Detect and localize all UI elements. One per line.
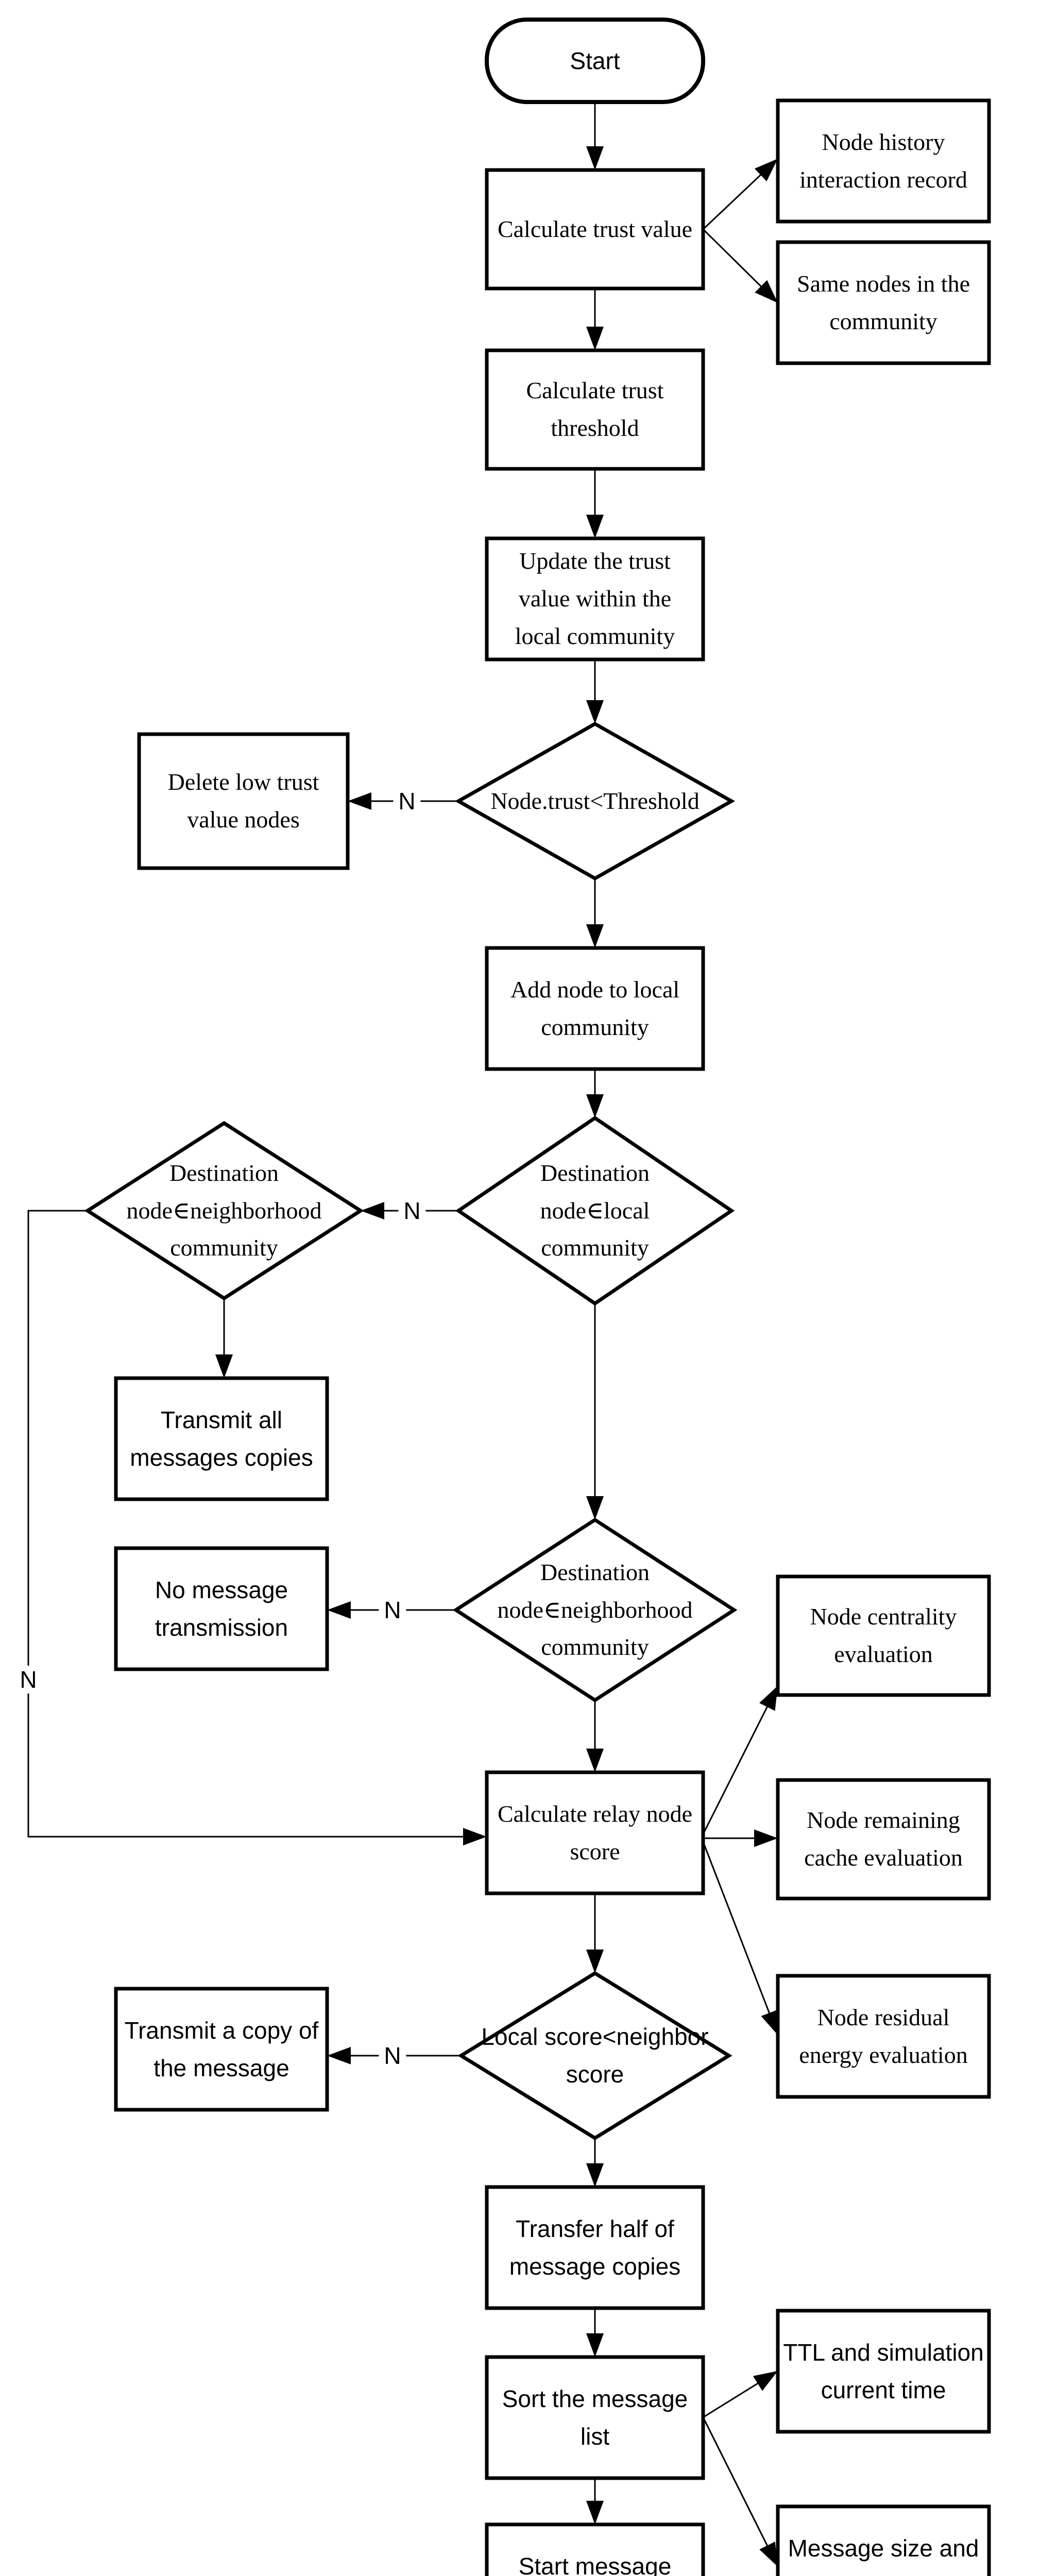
edge-neighborhood-left-to-calc-relay: [27, 1210, 466, 1838]
arrowhead-decision-to-add-node: [586, 924, 604, 948]
arrowhead-update-trust-to-decision: [586, 700, 604, 724]
calc-relay-shape: [485, 1770, 705, 1895]
score-decision-shape: [457, 1971, 732, 2141]
arrowhead-neighborhood-left-to-calc-relay: [463, 1828, 487, 1845]
calc-trust-value-shape: [485, 168, 705, 291]
arrowhead-neighborhood-left-to-transmit-all: [215, 1354, 233, 1378]
calc-trust-threshold-shape: [485, 348, 705, 471]
arrowhead-add-node-to-local-decision: [586, 1094, 604, 1118]
arrowhead-calc-relay-to-node-energy: [761, 2009, 778, 2035]
arrowhead-score-decision-to-transfer-half: [586, 2163, 604, 2187]
arrowhead-decision-to-delete-nodes: [348, 792, 371, 810]
arrowhead-calc-trust-value-to-threshold: [586, 327, 604, 350]
arrowhead-transfer-half-to-sort-list: [586, 2333, 604, 2357]
ttl-time-shape: [776, 2309, 991, 2434]
add-node-shape: [485, 946, 705, 1071]
transmit-all-shape: [114, 1376, 329, 1501]
same-nodes-shape: [776, 240, 991, 365]
transfer-half-shape: [485, 2185, 705, 2310]
edge-calc-relay-to-node-centrality: [702, 1704, 770, 1835]
arrowhead-score-decision-to-transmit-copy: [327, 2047, 351, 2064]
arrowhead-neighborhood-to-no-message: [327, 1601, 351, 1619]
arrowhead-local-decision-to-neighborhood: [586, 1496, 604, 1520]
edge-sort-list-to-ttl-time: [703, 2381, 761, 2418]
arrowhead-neighborhood-to-calc-relay: [586, 1749, 604, 1772]
arrowhead-calc-relay-to-score-decision: [586, 1950, 604, 1973]
transmit-copy-shape: [114, 1987, 329, 2112]
node-energy-shape: [776, 1974, 991, 2099]
arrowhead-start-to-calc-trust-value: [586, 146, 604, 170]
dest-neighborhood-decision-left-shape: [84, 1121, 364, 1301]
no-message-shape: [114, 1546, 329, 1671]
arrowhead-threshold-to-update-trust: [586, 515, 604, 538]
edge-calc-trust-value-to-node-history: [702, 172, 763, 230]
edge-calc-trust-value-to-same-nodes: [702, 228, 764, 289]
edge-label-neighborhood-left-to-calc-relay: N: [14, 1666, 42, 1693]
arrowhead-calc-relay-to-node-centrality: [759, 1686, 778, 1711]
start-shape: [485, 18, 705, 104]
arrowhead-local-decision-to-neighborhood-left: [361, 1202, 384, 1219]
edge-sort-list-to-msg-size: [702, 2417, 770, 2549]
edge-label-decision-to-delete-nodes: N: [393, 787, 421, 815]
edge-label-neighborhood-to-no-message: N: [379, 1596, 406, 1624]
msg-size-shape: [776, 2504, 991, 2576]
arrowhead-calc-trust-value-to-node-history: [754, 159, 778, 181]
node-centrality-shape: [776, 1574, 991, 1697]
arrowhead-sort-list-to-ttl-time: [753, 2371, 778, 2391]
sort-list-shape: [485, 2355, 705, 2480]
edge-calc-relay-to-node-energy: [702, 1841, 771, 2016]
trust-threshold-decision-shape: [454, 721, 736, 881]
arrowhead-sort-list-to-msg-size: [759, 2541, 778, 2567]
dest-neighborhood-decision-shape: [452, 1517, 738, 1703]
edge-label-local-decision-to-neighborhood-left: N: [398, 1197, 426, 1225]
node-history-shape: [776, 98, 991, 224]
edge-label-score-decision-to-transmit-copy: N: [379, 2042, 406, 2070]
arrowhead-calc-relay-to-node-cache: [754, 1829, 778, 1847]
update-trust-shape: [485, 536, 705, 662]
node-cache-shape: [776, 1778, 991, 1901]
delete-nodes-shape: [137, 732, 350, 870]
start-transfer-shape: [485, 2522, 705, 2576]
arrowhead-calc-trust-value-to-same-nodes: [755, 280, 778, 303]
arrowhead-sort-list-to-start-transfer: [586, 2501, 604, 2524]
dest-local-decision-shape: [455, 1115, 735, 1306]
